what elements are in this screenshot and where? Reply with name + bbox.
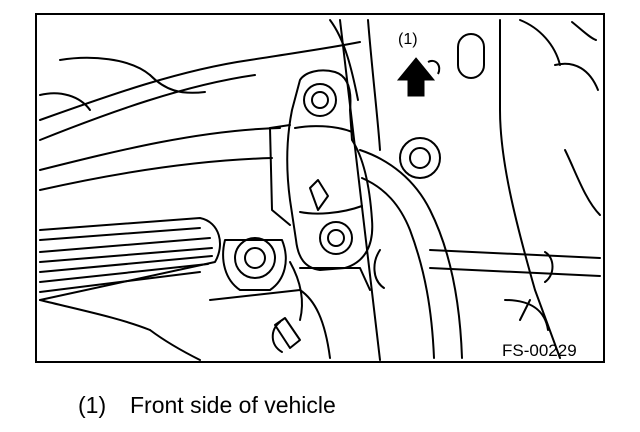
steering-boot	[39, 217, 221, 361]
clamp-bolts	[303, 83, 353, 255]
callout-marker-1: (1)	[398, 31, 418, 48]
figure-frame	[35, 13, 605, 363]
lower-structure	[209, 261, 371, 359]
right-frame-member	[457, 19, 601, 359]
arrow-up-icon	[396, 57, 441, 97]
legend-text: Front side of vehicle	[130, 392, 336, 418]
figure-code: FS-00229	[502, 341, 577, 360]
body-panel-lines	[39, 19, 381, 361]
legend-number: (1)	[78, 392, 107, 418]
legend-item: (1) Front side of vehicle	[78, 392, 336, 419]
stabilizer-bushing-clamp	[269, 69, 374, 271]
stabilizer-bar	[359, 149, 601, 359]
body-bolt-holes	[222, 137, 441, 291]
